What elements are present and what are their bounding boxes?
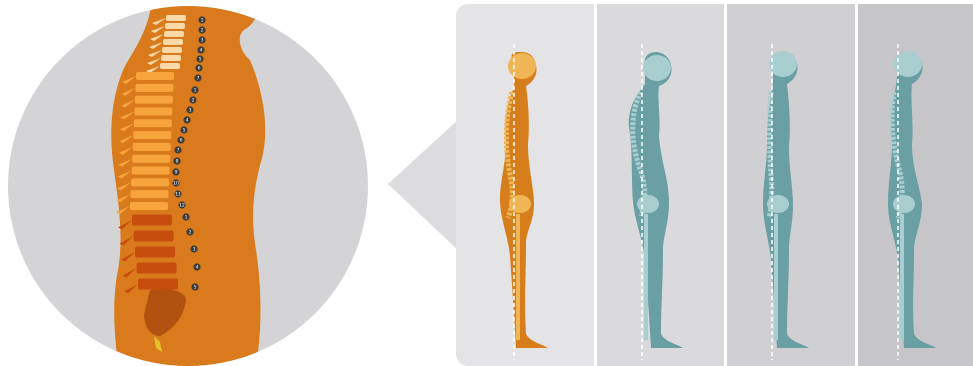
thoracic-vertebra-4 bbox=[134, 107, 172, 115]
normal-pelvis bbox=[509, 195, 531, 213]
posture-flat-back bbox=[727, 4, 856, 366]
thoracic-vertebra-10 bbox=[131, 178, 169, 186]
normal-figure bbox=[456, 4, 595, 366]
lumbar-vertebra-2 bbox=[134, 231, 174, 242]
cervical-vertebra-1 bbox=[166, 15, 186, 21]
thoracic-vertebra-12 bbox=[130, 202, 168, 210]
thoracic-vertebra-7 bbox=[133, 143, 171, 151]
lumbar-marker-label-1: 1 bbox=[185, 215, 188, 221]
flat-back-figure bbox=[727, 4, 856, 366]
normal-skull bbox=[508, 53, 536, 79]
posture-sway-back bbox=[858, 4, 973, 366]
thoracic-marker-label-8: 8 bbox=[176, 159, 179, 165]
thoracic-vertebra-1 bbox=[136, 72, 174, 80]
sway-back-figure bbox=[858, 4, 973, 366]
cervical-marker-label-5: 5 bbox=[199, 57, 202, 63]
posture-normal bbox=[456, 4, 595, 366]
normal-divider bbox=[594, 4, 595, 366]
thoracic-marker-label-4: 4 bbox=[186, 118, 189, 124]
posture-comparison-panel bbox=[456, 4, 973, 366]
thoracic-vertebra-8 bbox=[132, 155, 170, 163]
cervical-vertebra-3 bbox=[164, 31, 184, 37]
lumbar-vertebra-3 bbox=[135, 247, 175, 258]
cervical-marker-label-1: 1 bbox=[201, 18, 204, 24]
lumbar-marker-label-3: 3 bbox=[193, 247, 196, 253]
lumbar-vertebra-1 bbox=[132, 215, 172, 226]
thoracic-marker-label-5: 5 bbox=[183, 128, 186, 134]
thoracic-vertebra-9 bbox=[132, 167, 170, 175]
thoracic-marker-label-10: 10 bbox=[173, 181, 179, 187]
kyphosis-figure bbox=[597, 4, 725, 366]
flat-back-divider bbox=[855, 4, 856, 366]
thoracic-marker-label-11: 11 bbox=[175, 192, 181, 198]
cervical-marker-label-4: 4 bbox=[200, 48, 203, 54]
lumbar-marker-label-4: 4 bbox=[196, 265, 199, 271]
cervical-vertebra-7 bbox=[160, 63, 180, 69]
lumbar-vertebra-5 bbox=[138, 279, 178, 290]
cervical-vertebra-5 bbox=[162, 47, 182, 53]
thoracic-marker-label-3: 3 bbox=[189, 108, 192, 114]
thoracic-vertebra-6 bbox=[133, 131, 171, 139]
flat-back-pelvis bbox=[767, 195, 789, 213]
thoracic-marker-label-7: 7 bbox=[177, 148, 180, 154]
cervical-marker-label-7: 7 bbox=[197, 76, 200, 82]
cervical-vertebra-2 bbox=[165, 23, 185, 29]
cervical-marker-label-2: 2 bbox=[201, 28, 204, 34]
kyphosis-skull bbox=[643, 55, 671, 81]
posture-kyphosis bbox=[597, 4, 725, 366]
cervical-vertebra-6 bbox=[161, 55, 181, 61]
cervical-marker-label-3: 3 bbox=[201, 38, 204, 44]
thoracic-vertebra-5 bbox=[134, 119, 172, 127]
lumbar-vertebra-4 bbox=[137, 263, 177, 274]
thoracic-marker-label-9: 9 bbox=[175, 170, 178, 176]
lumbar-marker-label-2: 2 bbox=[189, 230, 192, 236]
thoracic-marker-label-1: 1 bbox=[194, 88, 197, 94]
thoracic-vertebra-11 bbox=[131, 190, 169, 198]
sway-back-pelvis bbox=[893, 195, 915, 213]
lumbar-marker-label-5: 5 bbox=[194, 285, 197, 291]
cervical-vertebra-4 bbox=[163, 39, 183, 45]
kyphosis-pelvis bbox=[637, 195, 659, 213]
thoracic-marker-label-2: 2 bbox=[192, 98, 195, 104]
thoracic-vertebra-2 bbox=[135, 84, 173, 92]
thoracic-marker-label-6: 6 bbox=[180, 138, 183, 144]
kyphosis-divider bbox=[724, 4, 725, 366]
flat-back-skull bbox=[769, 51, 797, 77]
thoracic-marker-label-12: 12 bbox=[179, 203, 185, 209]
cervical-marker-label-6: 6 bbox=[198, 66, 201, 72]
thoracic-vertebra-3 bbox=[135, 96, 173, 104]
